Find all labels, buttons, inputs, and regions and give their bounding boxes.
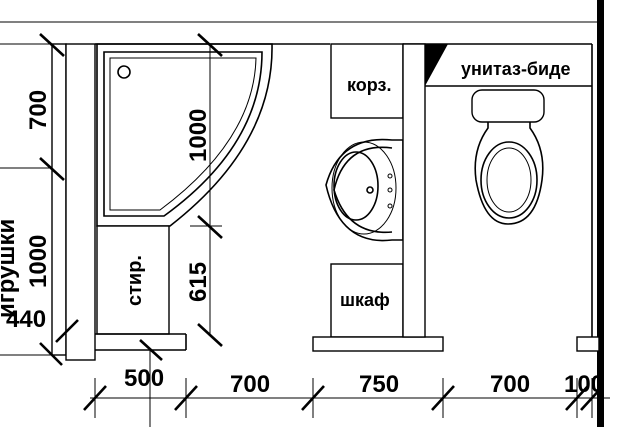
dim-bottom-3: 750 xyxy=(359,371,399,398)
cabinet-box xyxy=(330,263,404,338)
dim-bottom-1: 500 xyxy=(124,365,164,392)
dim-bottom-4: 700 xyxy=(490,371,530,398)
sink xyxy=(325,138,404,242)
sink-drain-icon xyxy=(366,186,374,194)
basket-label: корз. xyxy=(347,75,391,95)
dim-left-bottom: 440 xyxy=(6,306,46,333)
washer-label: стир. xyxy=(124,255,146,306)
dim-left-mid: 1000 xyxy=(25,235,52,288)
cabinet-label: шкаф xyxy=(340,290,390,310)
toilet-area xyxy=(425,44,592,225)
dim-shower: 1000 xyxy=(185,109,212,162)
toilet-bidet-label: унитаз-биде xyxy=(461,59,571,79)
tick-washer-bottom xyxy=(197,323,223,347)
dim-left-top: 700 xyxy=(25,90,52,130)
washer-box xyxy=(96,225,170,335)
dim-washer-depth: 615 xyxy=(185,262,212,302)
dim-bottom-2: 700 xyxy=(230,371,270,398)
toilet-tank xyxy=(471,89,545,123)
bottom-dimension-line xyxy=(83,339,610,427)
left-partition xyxy=(65,43,96,361)
right-wall-stub xyxy=(576,336,600,352)
left-dimension-ticks xyxy=(39,33,79,366)
shower-drain-icon xyxy=(117,65,131,79)
tick-shower-top xyxy=(197,33,223,57)
cabinet-base xyxy=(312,336,444,352)
corner-shower xyxy=(96,43,273,227)
dim-bottom-5: 100 xyxy=(564,371,604,398)
toys-label: игрушки xyxy=(0,219,20,318)
vertical-dimension-lines xyxy=(190,33,223,347)
right-border-bar xyxy=(597,0,604,427)
corner-black-triangle xyxy=(425,44,448,86)
left-wall xyxy=(51,43,67,356)
central-partition xyxy=(402,43,426,338)
tick-shower-bottom xyxy=(197,215,223,239)
